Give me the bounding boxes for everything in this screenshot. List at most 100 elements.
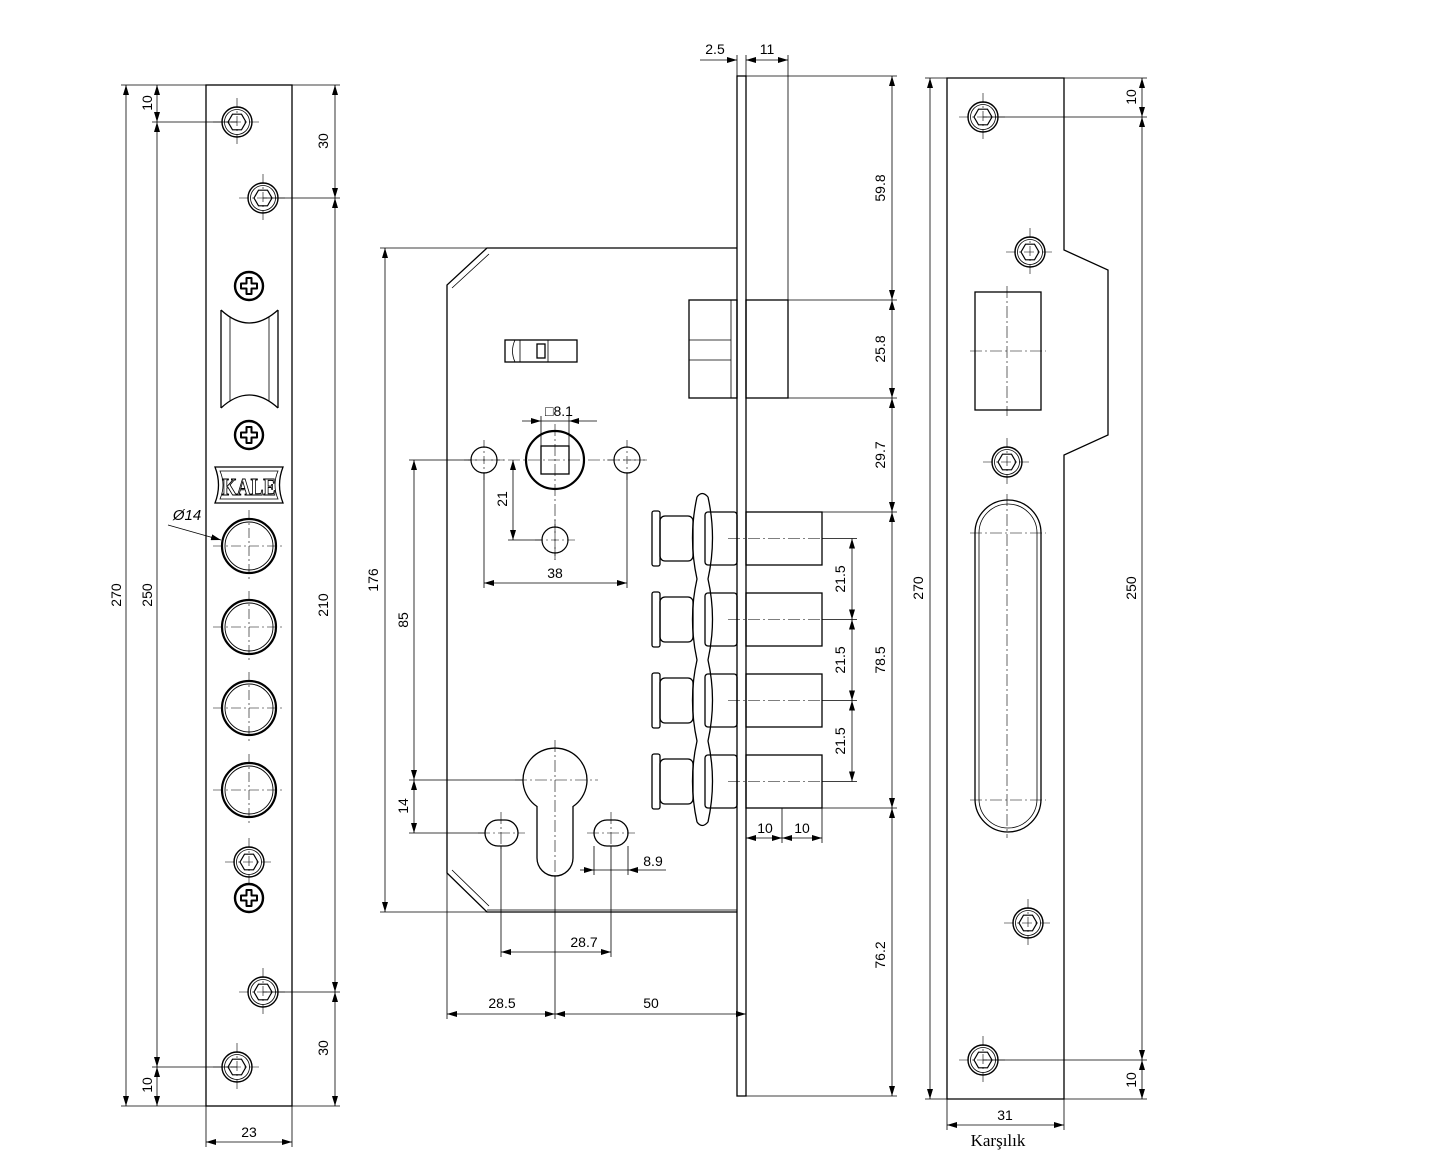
dim-bolt-projection-1: 10 <box>757 820 773 836</box>
dim-spindle-square: □8.1 <box>545 403 573 419</box>
dim-bolt-group: 78.5 <box>872 646 888 673</box>
logo-banner-outer <box>214 466 284 504</box>
dim-slot-spacing: 28.7 <box>570 934 597 950</box>
deadbolt-flange <box>651 753 661 810</box>
latch-bolt <box>688 299 789 399</box>
switch-details <box>512 339 549 363</box>
dim-latch-projection: 11 <box>760 41 775 57</box>
dim-bolt-pitch-2: 21.5 <box>832 646 848 673</box>
phillips-screw-1 <box>233 270 265 302</box>
faceplate-outline <box>205 84 293 1107</box>
dim-top-to-latch: 59.8 <box>872 174 888 201</box>
cylinder-profile <box>522 747 588 877</box>
deadbolt-collar <box>659 596 694 643</box>
cylinder-slots <box>478 812 635 852</box>
extension-lines <box>380 55 897 1097</box>
dim-bottom-margin: 10 <box>139 1077 155 1093</box>
latch-opening-centerlines <box>970 286 1046 416</box>
deadbolt-collar <box>659 758 694 805</box>
bolt-hole-4 <box>211 752 287 828</box>
switch-body <box>504 339 578 363</box>
deadbolt-collar <box>659 677 694 724</box>
diameter-leader <box>167 524 222 541</box>
phillips-screw-2 <box>233 419 265 451</box>
lock-body-view: 2.5 11 59.8 25.8 29.7 78.5 76.2 21.5 21.… <box>365 41 897 1097</box>
dim-bolt-projection-2: 10 <box>794 820 810 836</box>
latch-cutout <box>220 309 279 409</box>
dim-bottom-margin: 10 <box>1123 1072 1139 1088</box>
switch-knob <box>536 343 546 359</box>
dim-bottom-inner: 30 <box>315 1040 331 1056</box>
kale-logo: KALE <box>214 466 284 504</box>
deadbolt-flange <box>651 510 661 567</box>
dim-total-height: 270 <box>910 576 926 600</box>
latch-projection <box>745 299 789 399</box>
dim-slot-width: 8.9 <box>643 853 663 869</box>
dim-center-distance: 85 <box>395 612 411 628</box>
dim-case-to-cylinder: 28.5 <box>488 995 515 1011</box>
dim-cylinder-to-slots: 14 <box>395 798 411 814</box>
dim-hole-span: 250 <box>139 583 155 607</box>
case-outline <box>446 247 737 913</box>
dim-latch-height: 25.8 <box>872 335 888 362</box>
dim-top-margin: 10 <box>1123 89 1139 105</box>
latch-body <box>688 299 738 399</box>
strike-plate-outline <box>946 77 1109 1100</box>
deadbolt-1 <box>651 510 823 567</box>
strike-plate-caption: Karşılık <box>971 1131 1026 1150</box>
bolt-slot-centerlines <box>970 494 1046 838</box>
dim-latch-to-bolts: 29.7 <box>872 441 888 468</box>
latch-cutout-inner-lines <box>229 317 270 401</box>
latch-cutout-top-arc <box>220 309 279 324</box>
dim-bolt-pitch-3: 21.5 <box>832 727 848 754</box>
extension-lines <box>121 84 340 1147</box>
dim-width: 31 <box>997 1107 1013 1123</box>
latch-inner-lines <box>689 300 732 398</box>
deadbolt-4 <box>651 753 823 810</box>
strike-screw-hole-4 <box>1003 898 1053 948</box>
strike-latch-opening <box>970 286 1046 416</box>
phillips-screw-3 <box>233 882 265 914</box>
deadbolt-collar <box>659 515 694 562</box>
logo-text: KALE <box>222 475 276 501</box>
latch-cutout-bottom-arc <box>220 394 279 409</box>
bolt-hole-1 <box>211 508 287 584</box>
dim-case-height: 176 <box>365 568 381 592</box>
dim-bolt-pitch-1: 21.5 <box>832 565 848 592</box>
deadbolt-2 <box>651 591 823 648</box>
bolt-hole-2 <box>211 589 287 665</box>
slot-centerlines <box>478 812 635 852</box>
dim-backset: 50 <box>643 995 659 1011</box>
bolt-slot-inner <box>978 503 1038 829</box>
lock-body-dimensions: 2.5 11 59.8 25.8 29.7 78.5 76.2 21.5 21.… <box>365 41 897 1097</box>
dim-width: 23 <box>241 1124 257 1140</box>
dim-front-plate: 2.5 <box>705 41 725 57</box>
dim-bottom: 76.2 <box>872 941 888 968</box>
faceplate-view: KALE Ø14 270 10 250 10 30 210 30 23 <box>108 84 340 1147</box>
strike-bolt-slot <box>970 494 1046 838</box>
extension-lines <box>925 77 1147 1130</box>
dim-hole-span: 250 <box>1123 576 1139 600</box>
dim-top-inner: 30 <box>315 133 331 149</box>
strike-screw-hole-2 <box>1005 227 1055 277</box>
deadbolt-flange <box>651 672 661 729</box>
dim-spindle-to-hole: 21 <box>494 491 510 507</box>
connector-bar-outline <box>691 492 714 827</box>
deadbolt-flange <box>651 591 661 648</box>
dim-top-margin: 10 <box>139 95 155 111</box>
faceplate-dimensions: 270 10 250 10 30 210 30 23 <box>108 84 340 1147</box>
toggle-switch <box>504 339 578 363</box>
cylinder-centerlines <box>515 740 598 880</box>
deadbolt-3 <box>651 672 823 729</box>
hex-screw-hole-middle <box>224 837 274 887</box>
strike-screw-hole-3 <box>982 437 1032 487</box>
strike-plate-dimensions: 270 10 250 10 31 <box>910 77 1147 1130</box>
cylinder-opening <box>515 740 598 880</box>
dim-hole-spacing: 38 <box>547 565 563 581</box>
dim-inner-span: 210 <box>315 593 331 617</box>
case-chamfer-inner <box>451 253 737 911</box>
bolt-slot-outline <box>974 499 1042 833</box>
bolt-hole-3 <box>211 670 287 746</box>
diameter-label: Ø14 <box>172 507 201 524</box>
